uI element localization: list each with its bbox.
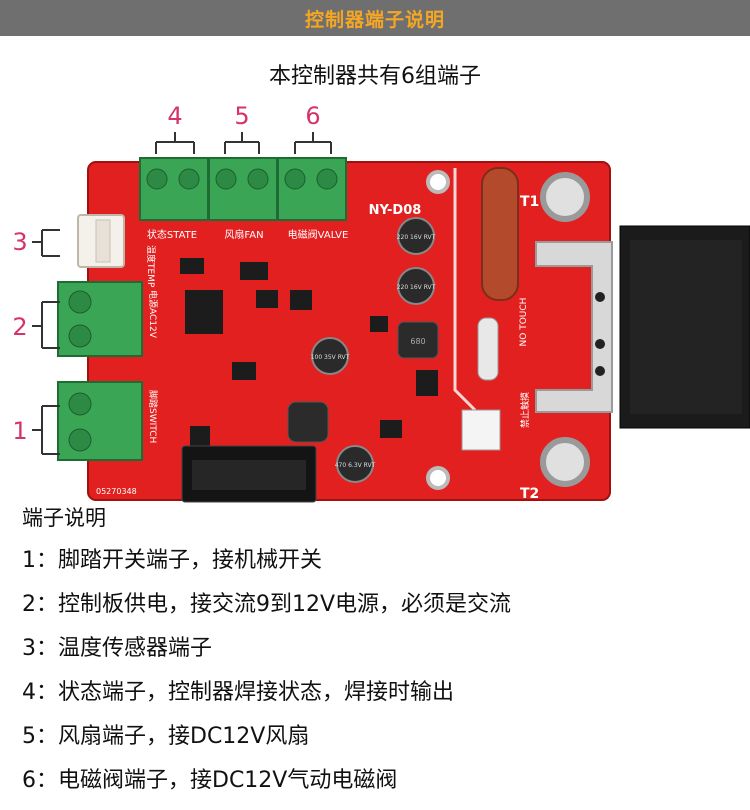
svg-text:5: 5 [234, 102, 249, 130]
header-title: 控制器端子说明 [304, 8, 445, 31]
board-serial: 05270348 [96, 487, 137, 496]
description-item-4: 4：状态端子，控制器焊接状态，焊接时输出 [22, 680, 454, 705]
header-bar: 控制器端子说明 [0, 0, 750, 36]
ic-chip [190, 426, 210, 446]
capacitor: 220 16V RVT [397, 267, 436, 305]
ic-chip [380, 420, 402, 438]
mount-hole [540, 437, 590, 487]
svg-text:1: 1 [12, 417, 27, 445]
svg-text:220 16V RVT: 220 16V RVT [397, 284, 436, 291]
callout-5: 5 [224, 102, 260, 154]
callout-6: 6 [294, 102, 332, 154]
callout-2: 2 [12, 301, 60, 349]
fuse [477, 317, 499, 381]
label-valve: 电磁阀VALVE [288, 228, 349, 241]
svg-text:470 6.3V RVT: 470 6.3V RVT [335, 462, 376, 469]
description-item-2: 2：控制板供电，接交流9到12V电源，必须是交流 [22, 592, 512, 617]
callout-1: 1 [12, 405, 60, 455]
label-state: 状态STATE [147, 228, 197, 241]
terminal-block-switch [57, 381, 143, 461]
description-item-1: 1：脚踏开关端子，接机械开关 [22, 548, 322, 573]
callout-3: 3 [12, 228, 60, 257]
capacitor: 220 16V RVT [397, 217, 436, 255]
terminal-block-state [139, 157, 209, 221]
label-no-touch: NO TOUCH [519, 298, 529, 347]
board-model: NY-D08 [369, 203, 422, 218]
metal-bracket [535, 241, 613, 413]
optocoupler [461, 409, 501, 451]
terminal-description: 端子说明 1：脚踏开关端子，接机械开关 2：控制板供电，接交流9到12V电源，必… [22, 502, 732, 810]
terminal-block-valve [277, 157, 347, 221]
description-item-5: 5：风扇端子，接DC12V风扇 [22, 724, 310, 749]
ic-chip [180, 258, 204, 274]
power-resistor [481, 167, 519, 301]
capacitor: 470 6.3V RVT [335, 445, 376, 483]
label-switch: 脚踏SWITCH [147, 390, 159, 443]
label-t2: T2 [520, 486, 539, 502]
inductor [397, 321, 439, 359]
svg-text:4: 4 [167, 102, 182, 130]
description-item-3: 3：温度传感器端子 [22, 636, 212, 661]
label-temp: 温度TEMP [145, 245, 157, 288]
svg-text:6: 6 [305, 102, 320, 130]
callout-4: 4 [155, 102, 195, 154]
svg-text:2: 2 [12, 313, 27, 341]
svg-text:220 16V RVT: 220 16V RVT [397, 234, 436, 241]
ic-chip [185, 290, 223, 334]
label-no-touch-cn: 禁止触摸 [519, 392, 531, 428]
inductor-value: 680 [410, 337, 425, 346]
ic-chip [232, 362, 256, 380]
ic-chip [416, 370, 438, 396]
svg-text:100 35V RVT: 100 35V RVT [311, 354, 350, 361]
ic-chip [240, 262, 268, 280]
inductor [287, 401, 329, 443]
intro-text: 本控制器共有6组端子 [269, 64, 481, 89]
ic-chip [290, 290, 312, 310]
isolation-line [453, 168, 477, 412]
board-photo: 状态STATE 风扇FAN 电磁阀VALVE NY-D08 温度TEMP 电源A… [12, 102, 750, 503]
label-ac12v: 电源AC12V [147, 290, 159, 339]
terminal-block-power [57, 281, 143, 357]
ic-chip [256, 290, 278, 308]
description-title: 端子说明 [22, 506, 106, 530]
mount-hole [540, 172, 590, 222]
capacitor: 100 35V RVT [311, 337, 350, 375]
terminal-block-fan [208, 157, 278, 221]
svg-text:3: 3 [12, 228, 27, 256]
label-t1: T1 [520, 194, 539, 210]
ic-chip [370, 316, 388, 332]
mount-hole [426, 170, 450, 194]
description-item-6: 6：电磁阀端子，接DC12V气动电磁阀 [22, 768, 398, 793]
label-fan: 风扇FAN [224, 228, 263, 241]
mount-hole [426, 466, 450, 490]
